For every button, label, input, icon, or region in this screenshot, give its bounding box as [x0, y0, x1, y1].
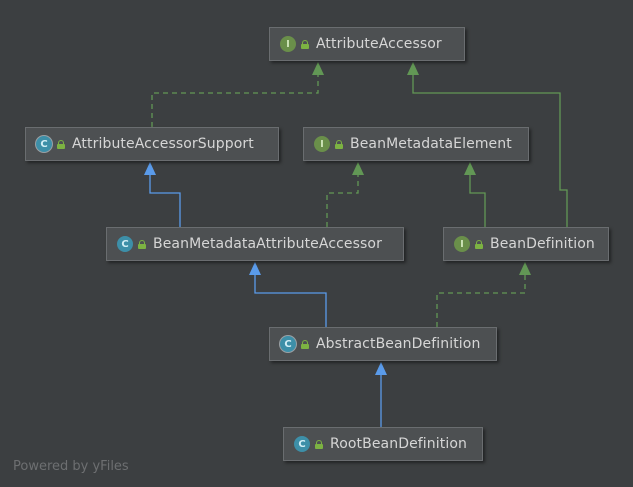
node-label: AttributeAccessorSupport: [72, 136, 254, 152]
arrowhead-abstract-bean-definition-to-bean-metadata-attribute-accessor: [249, 262, 261, 275]
node-abstract-bean-definition[interactable]: C AbstractBeanDefinition: [269, 327, 497, 361]
node-label: BeanMetadataElement: [350, 136, 512, 152]
arrowhead-root-bean-definition-to-abstract-bean-definition: [375, 362, 387, 375]
node-label: BeanDefinition: [490, 236, 595, 252]
node-bean-metadata-element[interactable]: I BeanMetadataElement: [303, 127, 529, 161]
arrowhead-abstract-bean-definition-to-bean-definition: [519, 262, 531, 275]
class-icon: C: [294, 436, 310, 452]
interface-icon: I: [454, 236, 470, 252]
public-lock-icon: [315, 439, 323, 449]
public-lock-icon: [57, 139, 65, 149]
node-bean-definition[interactable]: I BeanDefinition: [443, 227, 609, 261]
arrowhead-bean-metadata-attribute-accessor-to-bean-metadata-element: [352, 162, 364, 175]
edge-abstract-bean-definition-to-bean-metadata-attribute-accessor: [254, 274, 327, 327]
edge-abstract-bean-definition-to-bean-definition: [436, 274, 526, 327]
public-lock-icon: [138, 239, 146, 249]
edge-attribute-accessor-support-to-attribute-accessor: [151, 74, 319, 127]
interface-icon: I: [314, 136, 330, 152]
class-icon: C: [117, 236, 133, 252]
interface-icon: I: [280, 36, 296, 52]
public-lock-icon: [301, 339, 309, 349]
public-lock-icon: [335, 139, 343, 149]
node-attribute-accessor-support[interactable]: C AttributeAccessorSupport: [25, 127, 279, 161]
abstract-class-icon: C: [280, 336, 296, 352]
arrowhead-bean-metadata-attribute-accessor-to-attribute-accessor-support: [144, 162, 156, 175]
public-lock-icon: [301, 39, 309, 49]
node-bean-metadata-attribute-accessor[interactable]: C BeanMetadataAttributeAccessor: [106, 227, 404, 261]
node-attribute-accessor[interactable]: I AttributeAccessor: [269, 27, 465, 61]
node-label: BeanMetadataAttributeAccessor: [153, 236, 382, 252]
public-lock-icon: [475, 239, 483, 249]
edge-bean-definition-to-bean-metadata-element: [469, 174, 486, 227]
abstract-class-icon: C: [36, 136, 52, 152]
edge-bean-metadata-attribute-accessor-to-bean-metadata-element: [326, 174, 359, 227]
node-root-bean-definition[interactable]: C RootBeanDefinition: [283, 427, 483, 461]
arrowhead-bean-definition-to-bean-metadata-element: [464, 162, 476, 175]
edge-bean-definition-to-attribute-accessor: [412, 74, 568, 227]
node-label: AttributeAccessor: [316, 36, 442, 52]
arrowhead-attribute-accessor-support-to-attribute-accessor: [312, 62, 324, 75]
node-label: RootBeanDefinition: [330, 436, 467, 452]
watermark-text: Powered by yFiles: [13, 459, 129, 474]
node-label: AbstractBeanDefinition: [316, 336, 481, 352]
edge-bean-metadata-attribute-accessor-to-attribute-accessor-support: [149, 174, 181, 227]
arrowhead-bean-definition-to-attribute-accessor: [407, 62, 419, 75]
